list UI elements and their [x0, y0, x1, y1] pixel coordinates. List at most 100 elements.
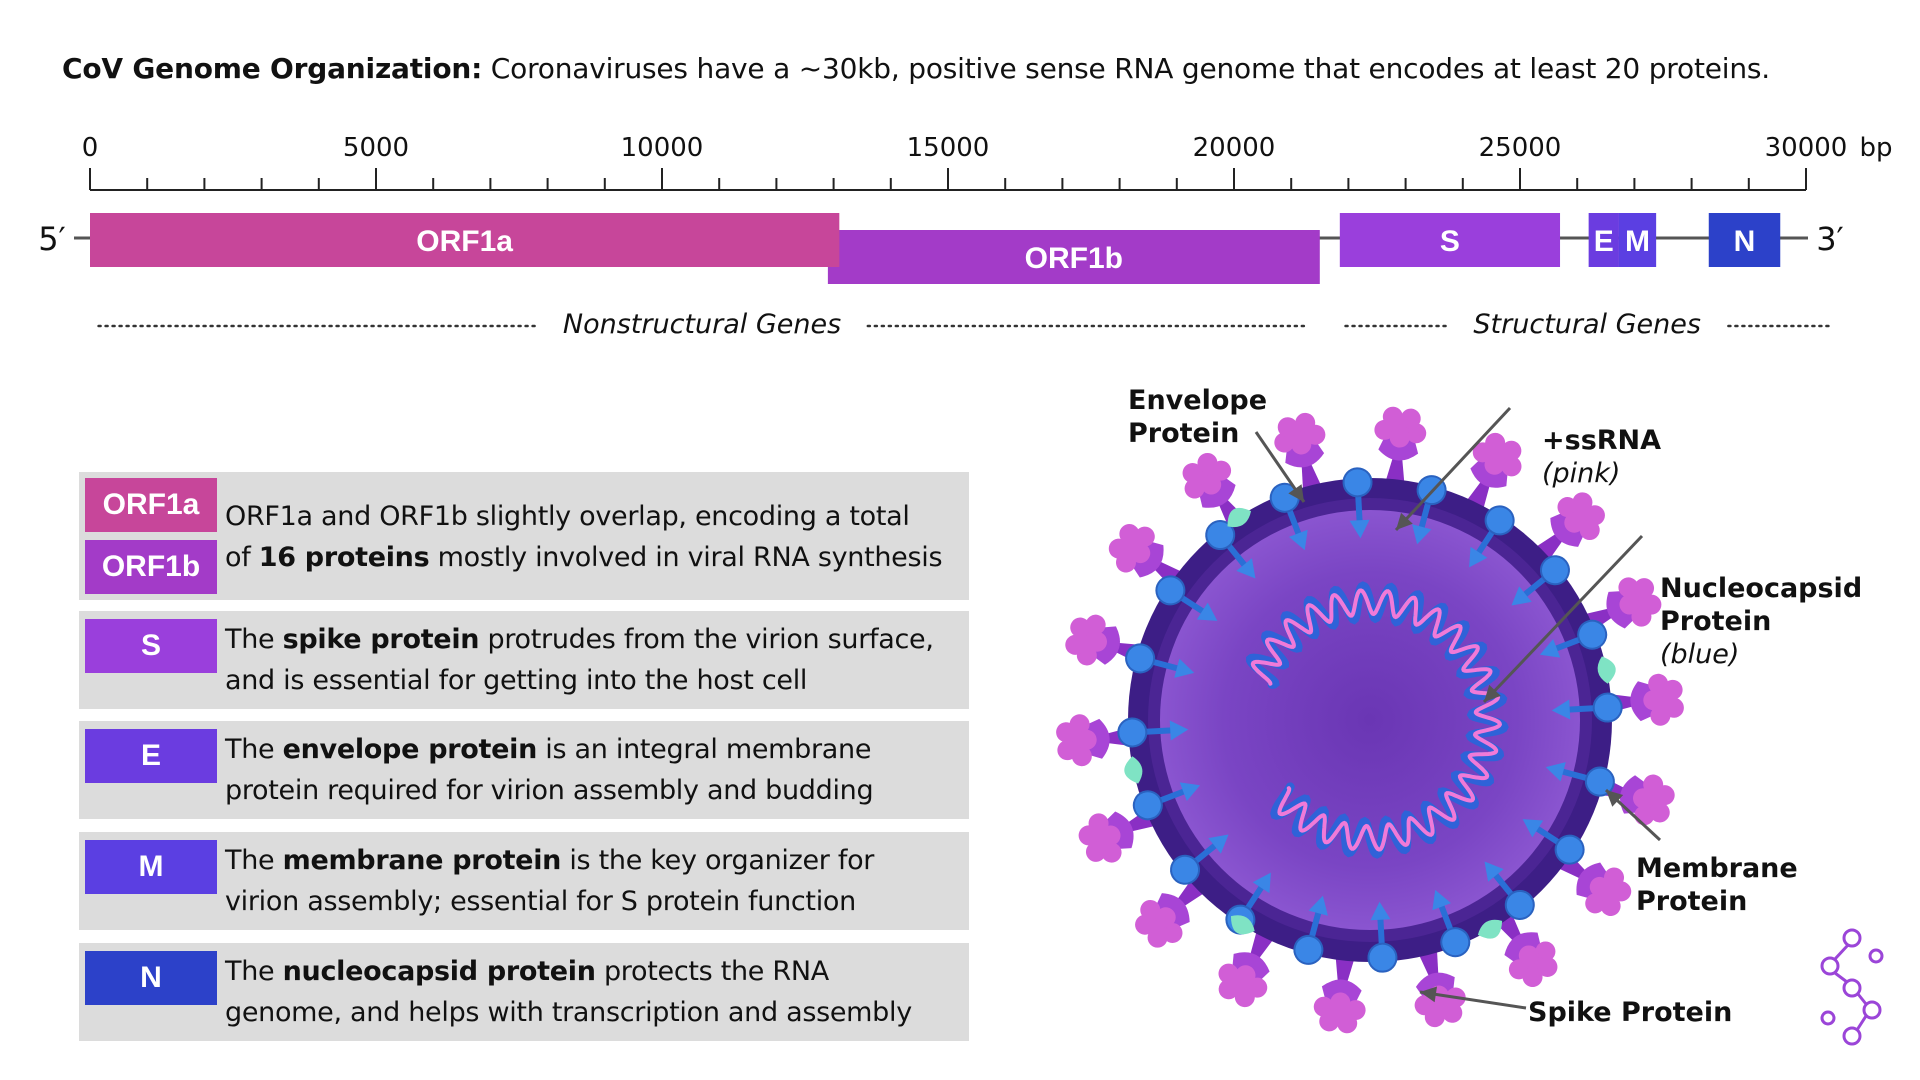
spike-protein — [1493, 910, 1558, 988]
membrane-protein-tip — [1169, 720, 1189, 741]
gene-orf1a-block — [90, 213, 840, 267]
gene-e-block — [1588, 213, 1619, 267]
gene-s-block — [1339, 213, 1561, 267]
spike-head — [1584, 505, 1605, 526]
envelope-proteins — [1124, 507, 1616, 939]
spike-head — [1389, 427, 1410, 448]
spike-protein — [1135, 876, 1208, 948]
membrane-protein-ball — [1293, 934, 1324, 965]
axis-tick-label: 0 — [82, 133, 99, 163]
membrane-protein — [1469, 505, 1515, 568]
membrane-protein-ball — [1554, 834, 1585, 865]
legend-description: ORF1a and ORF1b slightly overlap, encodi… — [225, 496, 965, 578]
membrane-protein — [1125, 643, 1195, 678]
arrow-head — [1396, 512, 1413, 530]
gene-e-label: E — [1594, 225, 1614, 258]
spike-head — [1400, 408, 1421, 429]
membrane-protein-ball — [1117, 717, 1148, 748]
spike-head — [1108, 538, 1129, 559]
gene-e: E — [1588, 213, 1619, 267]
spike-head — [1235, 965, 1256, 986]
legend-tag-n: N — [85, 951, 217, 1005]
gene-orf1a: ORF1a — [90, 213, 840, 267]
gene-orf1b: ORF1b — [827, 230, 1320, 284]
legend-text-bold: membrane protein — [282, 845, 562, 876]
membrane-protein-tip — [1252, 872, 1271, 894]
gene-group-nonstructural: Nonstructural Genes — [97, 309, 1307, 340]
virion-interior — [1160, 510, 1580, 930]
legend-text-plain: protrudes from the virion surface, — [479, 624, 934, 655]
spike-head — [1663, 697, 1684, 718]
membrane-protein-ball — [1132, 790, 1163, 821]
logo-node — [1820, 956, 1840, 976]
membrane-protein-tip — [1545, 762, 1566, 782]
gene-m: M — [1618, 213, 1657, 267]
legend-tag-m: M — [85, 840, 217, 894]
spike-head — [1654, 785, 1675, 806]
arrow-nucleocapsid — [1482, 534, 1644, 704]
legend-text-plain: protein required for virion assembly and… — [225, 775, 874, 806]
virion-illustration — [1056, 406, 1684, 1034]
spike-protein — [1313, 953, 1366, 1034]
membrane-protein-tip — [1308, 895, 1328, 916]
label-membrane-protein: Membrane Protein — [1636, 852, 1798, 918]
membrane-protein-ball — [1577, 619, 1608, 650]
legend-text-bold: spike protein — [282, 624, 480, 655]
spike-head — [1600, 895, 1621, 916]
spike-head — [1382, 406, 1403, 427]
membrane-protein-tip — [1179, 782, 1201, 802]
spike-head — [1649, 802, 1670, 823]
logo-node — [1842, 978, 1862, 998]
legend-line-2: virion assembly; essential for S protein… — [225, 881, 965, 922]
membrane-protein-tip — [1196, 602, 1218, 621]
spike-head — [1619, 594, 1640, 615]
membrane-protein-ball — [1592, 692, 1623, 723]
spike-head — [1274, 432, 1295, 453]
label-membrane-line2: Protein — [1636, 886, 1748, 917]
membrane-protein — [1170, 834, 1229, 885]
logo-node — [1842, 1026, 1862, 1046]
legend-line-2: of 16 proteins mostly involved in viral … — [225, 537, 965, 578]
legend-tag-e: E — [85, 729, 217, 783]
label-nucleocapsid-line2: Protein — [1660, 606, 1772, 637]
legend-text-plain: genome, and helps with transcription and… — [225, 997, 912, 1028]
spike-head — [1501, 456, 1522, 477]
envelope-protein-shape — [1124, 756, 1143, 784]
gene-s: S — [1339, 213, 1561, 267]
spike-head — [1087, 631, 1108, 652]
legend-line-2: protein required for virion assembly and… — [225, 770, 965, 811]
membrane-protein-tip — [1208, 834, 1229, 854]
axis-tick-label: 10000 — [621, 133, 704, 163]
spike-head — [1130, 543, 1151, 564]
axis-tick-label: 5000 — [343, 133, 409, 163]
gene-n: N — [1708, 213, 1781, 267]
membrane-protein-ball — [1440, 927, 1471, 958]
molecule-logo — [1820, 928, 1884, 1046]
membrane-protein-ball — [1539, 555, 1570, 586]
membrane-protein-ball — [1342, 467, 1373, 498]
membrane-protein — [1511, 555, 1570, 606]
spike-head — [1537, 956, 1558, 977]
membrane-protein — [1205, 520, 1256, 579]
three-prime-end: 3′ — [1816, 220, 1844, 258]
spike-head — [1057, 740, 1078, 761]
gene-n-label: N — [1734, 225, 1756, 258]
spike-head — [1277, 417, 1298, 438]
spike-head — [1100, 825, 1121, 846]
legend-line-1: The envelope protein is an integral memb… — [225, 729, 965, 770]
legend-text-plain: virion assembly; essential for S protein… — [225, 886, 856, 917]
legend-text-plain: protects the RNA — [595, 956, 829, 987]
spike-head — [1065, 634, 1086, 655]
arrow-ssrna — [1394, 406, 1512, 532]
spike-head — [1155, 907, 1176, 928]
spike-head — [1085, 841, 1106, 862]
spike-protein — [1078, 806, 1159, 863]
spike-head — [1611, 881, 1632, 902]
spike-head — [1337, 1013, 1358, 1034]
spike-protein — [1274, 412, 1326, 494]
gene-s-label: S — [1440, 225, 1460, 258]
